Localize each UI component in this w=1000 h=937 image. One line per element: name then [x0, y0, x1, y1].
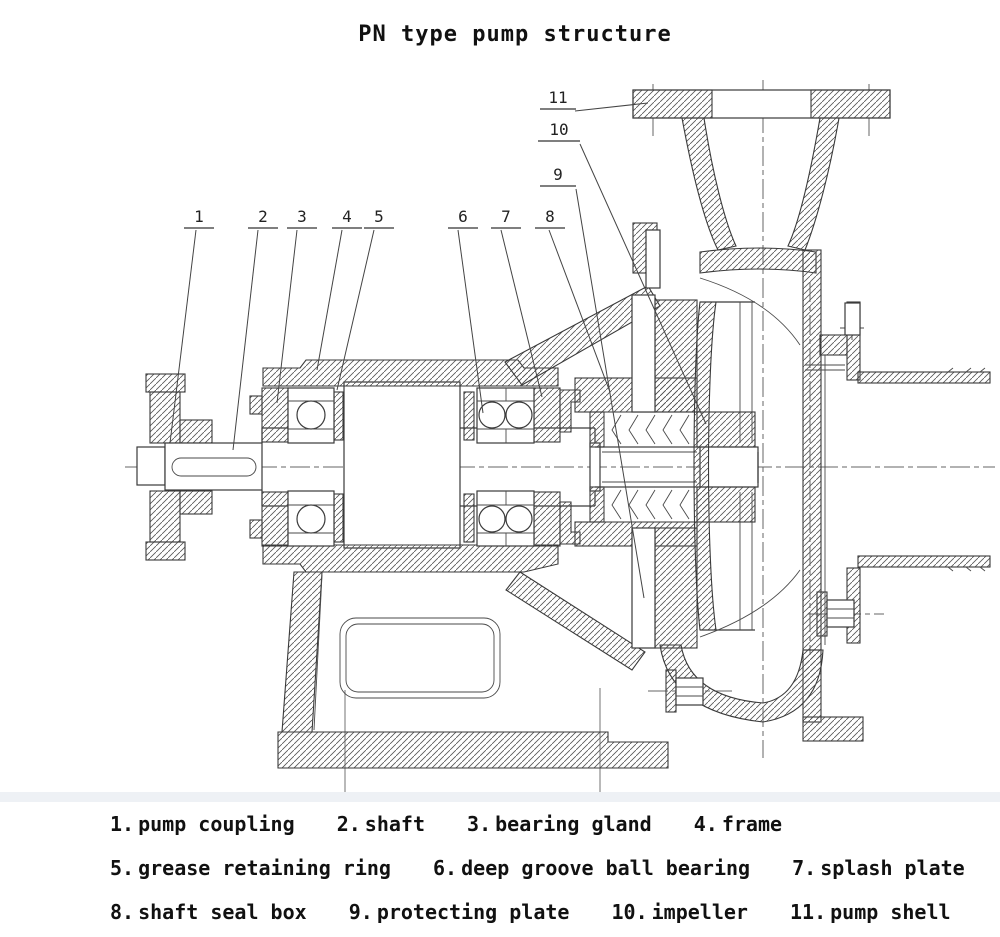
callout-1: 1 [194, 207, 204, 226]
callout-6: 6 [458, 207, 468, 226]
grease-retaining-ring-part [333, 391, 344, 441]
callout-7: 7 [501, 207, 511, 226]
callout-5: 5 [374, 207, 384, 226]
rear-cover [844, 301, 861, 644]
callout-2: 2 [258, 207, 268, 226]
legend-item-shaft-seal-box: 8.shaft seal box [110, 900, 307, 924]
impeller-part [693, 301, 756, 631]
legend-item-grease-retaining-ring: 5.grease retaining ring [110, 856, 391, 880]
callout-3: 3 [297, 207, 307, 226]
flange-bolt [665, 591, 855, 713]
legend-item-shaft: 2.shaft [336, 812, 425, 836]
legend-row-3: 8.shaft seal box 9.protecting plate 10.i… [0, 890, 1000, 934]
legend-item-deep-groove-ball-bearing: 6.deep groove ball bearing [433, 856, 751, 880]
grease-retaining-ring-part [333, 493, 344, 543]
callout-4: 4 [342, 207, 352, 226]
callouts: 1 2 3 4 5 6 7 8 9 10 11 [169, 88, 707, 599]
callout-11: 11 [548, 88, 567, 107]
grease-retaining-ring-part [463, 493, 475, 543]
callout-10: 10 [549, 120, 568, 139]
frame-part [249, 285, 669, 769]
legend-item-protecting-plate: 9.protecting plate [348, 900, 570, 924]
shaft-part [164, 381, 759, 549]
legend-item-pump-coupling: 1.pump coupling [110, 812, 295, 836]
parts-legend: 1.pump coupling 2.shaft 3.bearing gland … [0, 802, 1000, 934]
legend-item-splash-plate: 7.splash plate [792, 856, 965, 880]
page-title: PN type pump structure [358, 22, 672, 47]
legend-row-2: 5.grease retaining ring 6.deep groove ba… [0, 846, 1000, 890]
legend-item-pump-shell: 11.pump shell [790, 900, 951, 924]
callout-9: 9 [553, 165, 563, 184]
ball-bearing-part [287, 387, 535, 547]
legend-row-1: 1.pump coupling 2.shaft 3.bearing gland … [0, 802, 1000, 846]
support-brace [505, 571, 646, 671]
legend-item-impeller: 10.impeller [611, 900, 748, 924]
suction-pipe [857, 367, 991, 572]
pump-shell-part [632, 89, 991, 742]
divider-band [0, 792, 1000, 802]
pump-coupling-part [136, 373, 213, 561]
grease-retaining-ring-part [463, 391, 475, 441]
legend-item-bearing-gland: 3.bearing gland [467, 812, 652, 836]
pedestal-part [277, 571, 669, 769]
legend-item-frame: 4.frame [693, 812, 783, 836]
callout-8: 8 [545, 207, 555, 226]
